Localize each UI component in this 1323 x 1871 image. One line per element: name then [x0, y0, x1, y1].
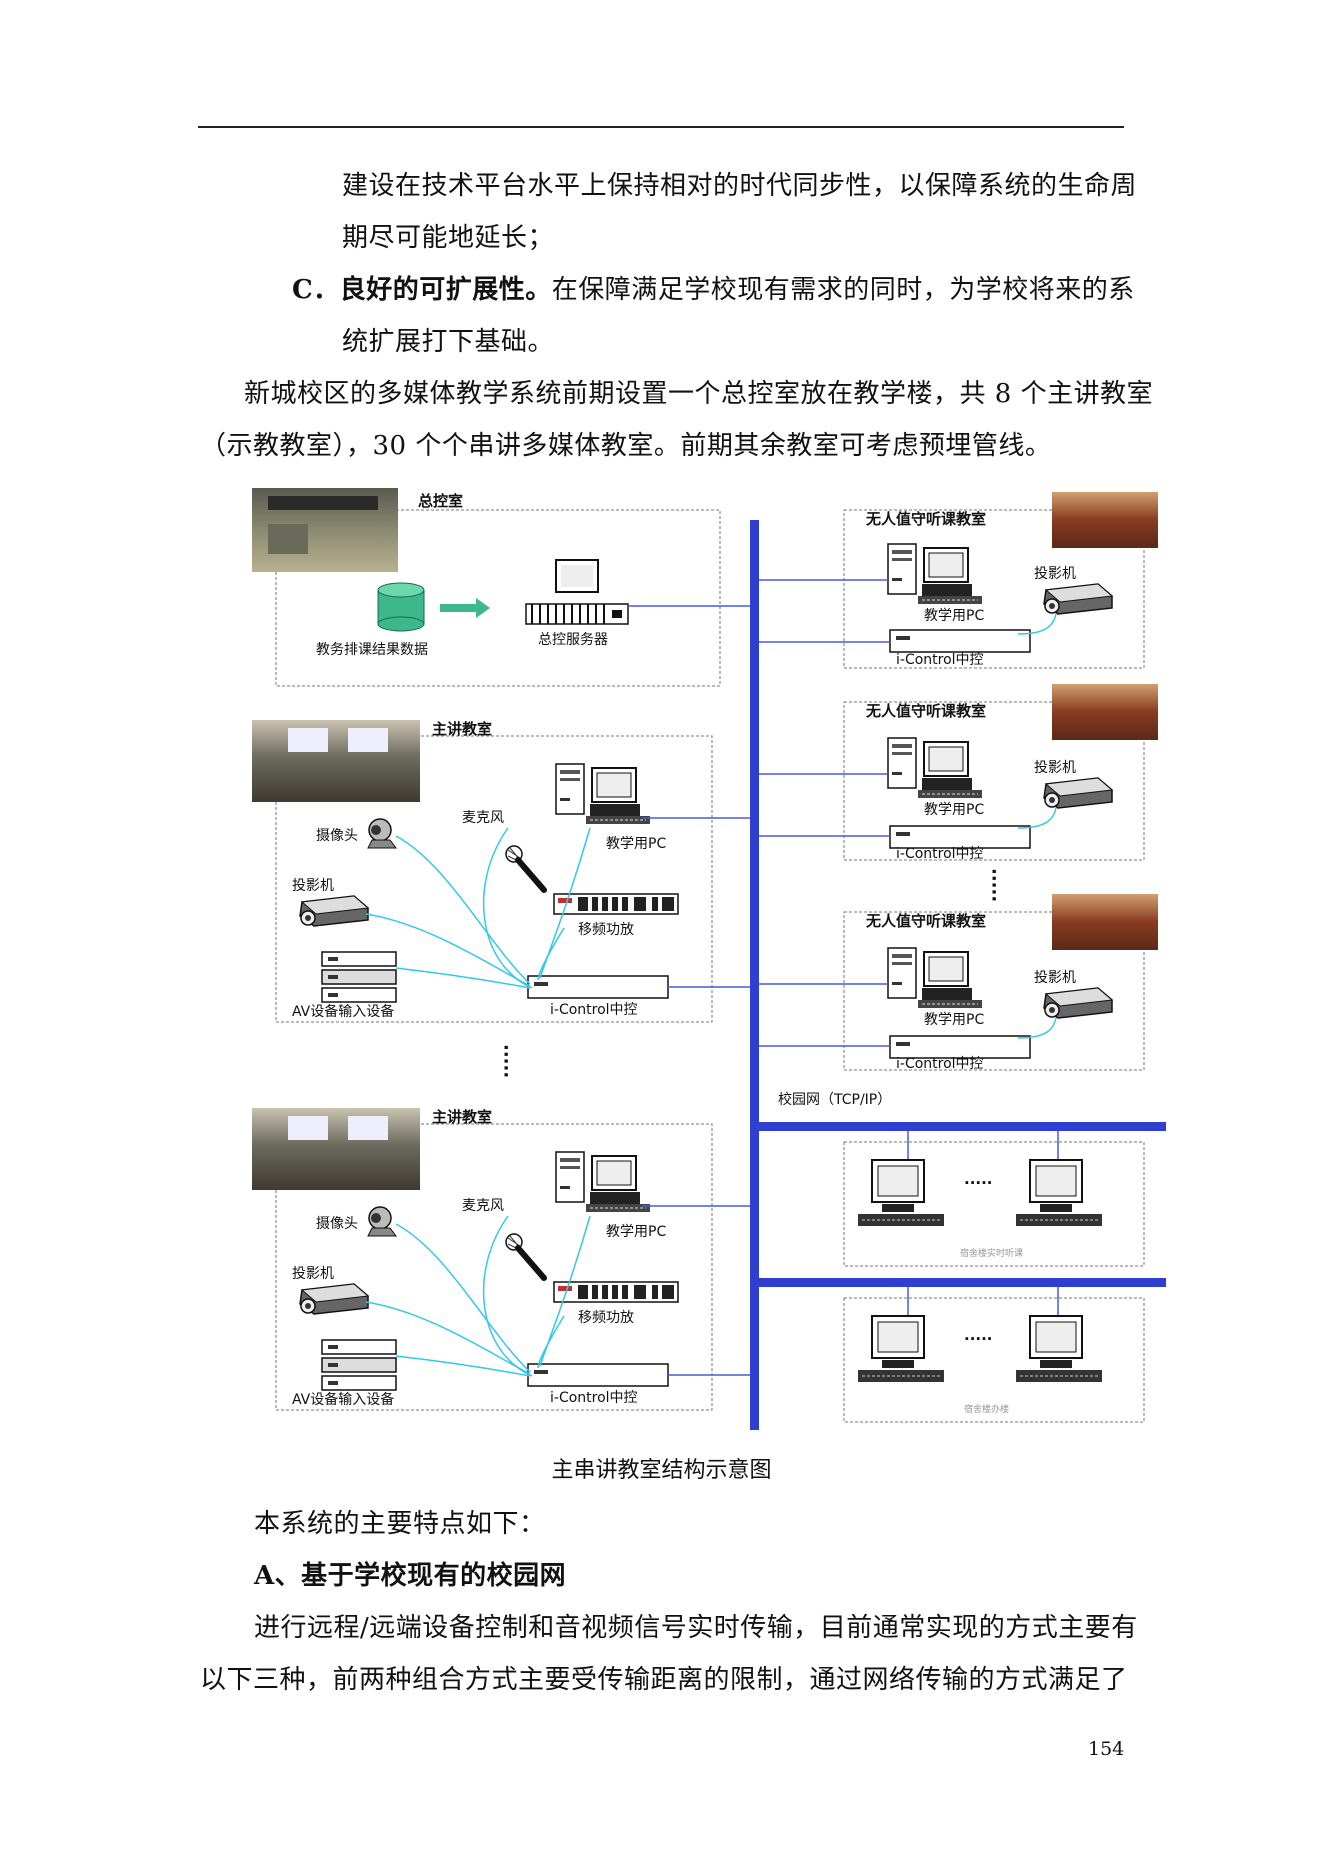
listen-projector-icon — [1043, 583, 1113, 615]
listen-projector-label: 投影机 — [1034, 566, 1076, 582]
control-room: 总控室 教务排课结果数据 总控服务器 — [252, 488, 750, 687]
listen-classroom-1: 无人值守听课教室 教学用PC 投影机 i-Control中控 — [759, 492, 1158, 669]
camera-label: 摄像头 — [316, 828, 358, 844]
terminal-icon — [857, 1159, 945, 1227]
terminal-icon — [857, 1315, 945, 1383]
listen-projector-label-2: 投影机 — [1034, 760, 1076, 776]
network-bus-vertical — [750, 520, 759, 1430]
paragraph-1-line-1: 新城校区的多媒体教学系统前期设置一个总控室放在教学楼，共 8 个主讲教室 — [244, 379, 1154, 409]
amplifier-icon-2 — [553, 1281, 679, 1303]
main-classroom-title: 主讲教室 — [432, 720, 492, 738]
listen-icontrol-icon-3 — [889, 1035, 1031, 1059]
list-item-c-heading: 良好的可扩展性。 — [339, 275, 552, 305]
section-heading-a: A、基于学校现有的校园网 — [254, 1561, 567, 1591]
data-flow-arrow-icon — [440, 598, 490, 618]
projector-icon — [299, 895, 369, 927]
av-input-devices-icon-2 — [321, 1339, 397, 1391]
listen-projector-label-3: 投影机 — [1034, 970, 1076, 986]
terminal-icon — [1015, 1315, 1103, 1383]
main-classroom-title-2: 主讲教室 — [432, 1108, 492, 1126]
features-intro: 本系统的主要特点如下： — [254, 1509, 546, 1539]
pc-label-2: 教学用PC — [606, 1224, 666, 1240]
camera-label-2: 摄像头 — [316, 1216, 358, 1232]
terminal-icon — [1015, 1159, 1103, 1227]
listen-pc-label-3: 教学用PC — [924, 1012, 984, 1028]
amp-label-2: 移频功放 — [578, 1310, 634, 1326]
mic-label: 麦克风 — [462, 810, 504, 826]
terminal-ellipsis: ····· — [964, 1174, 993, 1192]
av-label: AV设备输入设备 — [292, 1003, 394, 1020]
listen-projector-icon-3 — [1043, 987, 1113, 1019]
listen-classroom-title: 无人值守听课教室 — [865, 510, 986, 528]
server-icon — [525, 559, 629, 625]
listen-projector-icon-2 — [1043, 777, 1113, 809]
teaching-pc-icon — [555, 763, 651, 825]
camera-icon — [367, 818, 397, 849]
dorm-group: ····· 宿舍楼办楼 — [843, 1287, 1145, 1423]
network-label: 校园网（TCP/IP） — [778, 1091, 891, 1108]
av-label-2: AV设备输入设备 — [292, 1391, 394, 1408]
listen-pc-icon-3 — [887, 947, 983, 1009]
header-rule — [198, 126, 1124, 128]
terminal-ellipsis-2: ····· — [964, 1330, 993, 1348]
listen-pc-label: 教学用PC — [924, 608, 984, 624]
structure-diagram: 校园网（TCP/IP） 总控室 教务排课结果数据 总控服务器 主讲教室 摄 — [252, 488, 1166, 1430]
ellipsis-listen: ····· — [983, 868, 1004, 902]
listen-icontrol-label-2: i-Control中控 — [896, 846, 984, 862]
database-icon — [377, 582, 425, 632]
listen-pc-label-2: 教学用PC — [924, 802, 984, 818]
listen-classroom-title-3: 无人值守听课教室 — [865, 912, 986, 930]
pc-label: 教学用PC — [606, 836, 666, 852]
listen-classroom-2: 无人值守听课教室 教学用PC 投影机 i-Control中控 — [759, 684, 1158, 862]
db-label: 教务排课结果数据 — [316, 642, 428, 658]
dorm-label: 宿舍楼办楼 — [964, 1403, 1009, 1415]
server-label: 总控服务器 — [538, 632, 608, 648]
camera-icon-2 — [367, 1206, 397, 1237]
list-item-c-marker: C． — [292, 275, 340, 305]
teaching-pc-icon-2 — [555, 1151, 651, 1213]
paragraph-1-line-2: （示教教室），30 个个串讲多媒体教室。前期其余教室可考虑预埋管线。 — [200, 431, 1052, 461]
body-line-4: 统扩展打下基础。 — [342, 327, 555, 357]
projector-label: 投影机 — [292, 878, 334, 894]
listen-icontrol-label-3: i-Control中控 — [896, 1056, 984, 1072]
amplifier-icon — [553, 893, 679, 915]
ellipsis-main: ····· — [495, 1044, 516, 1078]
icontrol-label: i-Control中控 — [550, 1002, 638, 1018]
list-item-c-text: 在保障满足学校现有需求的同时，为学校将来的系 — [551, 275, 1135, 305]
microphone-icon-2 — [506, 1234, 544, 1278]
listen-classroom-photo — [1052, 492, 1158, 548]
page-number: 154 — [1088, 1738, 1125, 1760]
listen-classroom-3: 无人值守听课教室 教学用PC 投影机 i-Control中控 — [759, 894, 1158, 1072]
main-classroom-2: 主讲教室 摄像头 投影机 AV设备输入设备 麦克风 教学用PC 移频功放 i-C… — [252, 1108, 750, 1411]
main-classroom-photo — [252, 720, 420, 802]
listen-icontrol-icon — [889, 629, 1031, 653]
icontrol-label-2: i-Control中控 — [550, 1390, 638, 1406]
projector-label-2: 投影机 — [292, 1266, 334, 1282]
paragraph-2-line-1: 进行远程/远端设备控制和音视频信号实时传输，目前通常实现的方式主要有 — [254, 1613, 1138, 1643]
projector-icon-2 — [299, 1283, 369, 1315]
microphone-icon — [506, 846, 544, 890]
figure-caption: 主串讲教室结构示意图 — [551, 1458, 772, 1483]
listen-icontrol-icon-2 — [889, 825, 1031, 849]
listen-pc-icon-2 — [887, 737, 983, 799]
network-bus-branch-1 — [750, 1122, 1166, 1131]
dorm-office-group: ····· 宿舍楼实时听课 — [843, 1131, 1145, 1267]
amp-label: 移频功放 — [578, 922, 634, 938]
office-label: 宿舍楼实时听课 — [960, 1247, 1023, 1259]
main-classroom-1: 主讲教室 摄像头 投影机 AV设备输入设备 麦克风 教学用PC 移频功放 i-C… — [252, 720, 750, 1023]
listen-classroom-title-2: 无人值守听课教室 — [865, 702, 986, 720]
body-line-1: 建设在技术平台水平上保持相对的时代同步性，以保障系统的生命周 — [342, 171, 1138, 201]
paragraph-2-line-2: 以下三种，前两种组合方式主要受传输距离的限制，通过网络传输的方式满足了 — [200, 1665, 1128, 1695]
control-room-title: 总控室 — [418, 492, 463, 510]
network-bus-branch-2 — [750, 1278, 1166, 1287]
listen-icontrol-label: i-Control中控 — [896, 652, 984, 668]
av-input-devices-icon — [321, 951, 397, 1003]
icontrol-box-icon — [527, 975, 669, 999]
listen-pc-icon — [887, 543, 983, 605]
list-item-c: C．良好的可扩展性。在保障满足学校现有需求的同时，为学校将来的系 — [292, 264, 1135, 316]
icontrol-box-icon-2 — [527, 1363, 669, 1387]
body-line-2: 期尽可能地延长； — [342, 223, 555, 253]
mic-label-2: 麦克风 — [462, 1198, 504, 1214]
